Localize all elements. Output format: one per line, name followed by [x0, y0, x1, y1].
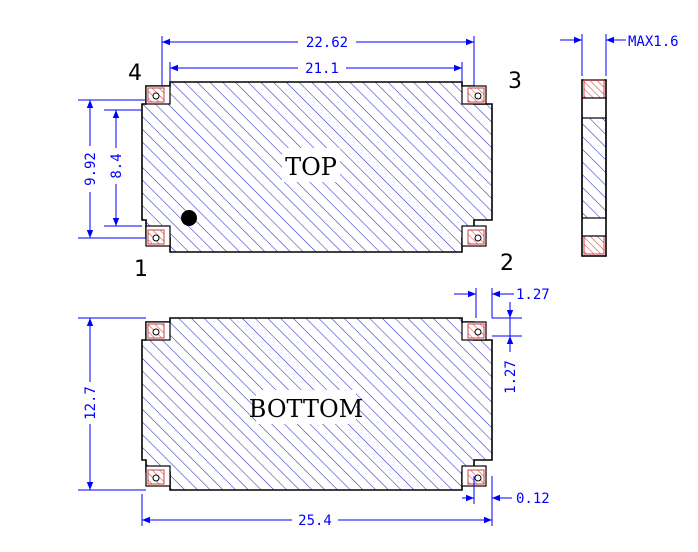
top-pad-4: [145, 85, 171, 105]
dim-pad-height: 1.27: [503, 360, 519, 394]
bottom-label: BOTTOM: [249, 395, 363, 423]
dim-pad-width: 1.27: [516, 287, 550, 303]
top-pad-2: [461, 225, 487, 247]
side-view: [581, 79, 607, 257]
dim-width-overall: 22.62: [306, 35, 348, 51]
dim-edge-offset: 0.12: [516, 491, 550, 507]
bottom-pad-top-left: [145, 321, 171, 341]
pin-4-label: 4: [128, 61, 142, 86]
dim-pitch-width: 12.7: [83, 386, 99, 420]
top-pad-3: [461, 85, 487, 105]
side-dimensions: [560, 34, 626, 76]
dim-pitch-length: 25.4: [298, 513, 332, 529]
top-label: TOP: [285, 153, 337, 181]
dim-height-overall: 9.92: [83, 152, 99, 186]
dim-width-inner: 21.1: [305, 61, 339, 77]
top-view: TOP: [141, 81, 493, 253]
pin-2-label: 2: [500, 251, 514, 276]
top-pad-1: [145, 225, 171, 247]
pin-3-label: 3: [508, 69, 522, 94]
pin-1-label: 1: [134, 257, 148, 282]
dim-height-inner: 8.4: [109, 153, 125, 178]
bottom-pad-top-right: [461, 321, 487, 341]
bottom-pad-bottom-left: [145, 465, 171, 487]
dim-max-thickness: MAX1.6: [628, 34, 679, 50]
bottom-view: BOTTOM: [141, 317, 493, 491]
pin1-marker-dot: [181, 210, 197, 226]
